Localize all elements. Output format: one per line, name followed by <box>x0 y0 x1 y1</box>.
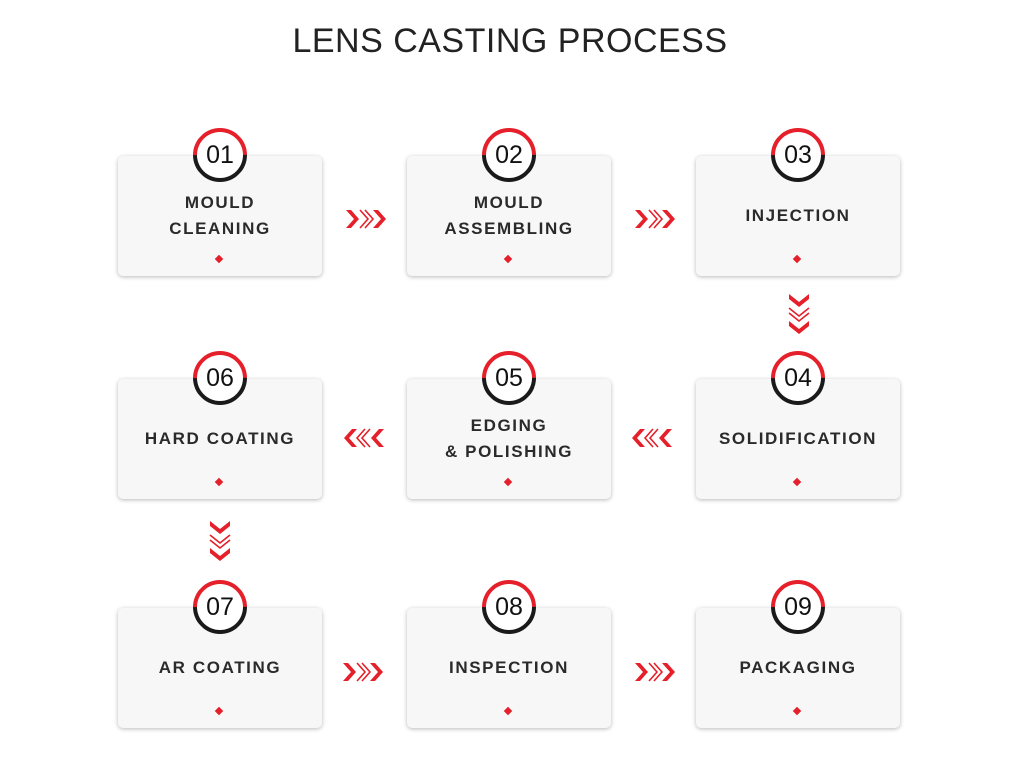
step-number: 02 <box>495 140 523 169</box>
step-label: HARD COATING <box>144 429 296 448</box>
step-label: MOULD CLEANING <box>169 193 271 238</box>
chevrons-right-icon <box>635 662 675 682</box>
diamond-icon <box>214 477 224 487</box>
diamond-icon <box>214 706 224 716</box>
step-number: 07 <box>206 592 234 621</box>
chevrons-left-icon <box>632 428 672 448</box>
diamond-icon <box>503 477 513 487</box>
step-label: INSPECTION <box>449 658 569 677</box>
chevrons-down-icon <box>788 294 810 334</box>
step-card-06: HARD COATING <box>118 379 322 499</box>
step-number: 06 <box>206 363 234 392</box>
step-number: 09 <box>784 592 812 621</box>
step-number: 04 <box>784 363 812 392</box>
diamond-icon <box>792 706 802 716</box>
diamond-icon <box>792 477 802 487</box>
chevrons-left-icon <box>344 428 384 448</box>
step-label: MOULD ASSEMBLING <box>444 193 574 238</box>
step-label: SOLIDIFICATION <box>718 429 878 448</box>
chevrons-right-icon <box>346 209 386 229</box>
page-title: LENS CASTING PROCESS <box>292 22 728 60</box>
step-number: 01 <box>206 140 234 169</box>
step-label: EDGING & POLISHING <box>444 416 574 461</box>
step-label: PACKAGING <box>739 658 857 677</box>
chevrons-right-icon <box>343 662 383 682</box>
step-label: INJECTION <box>745 206 851 225</box>
diamond-icon <box>503 254 513 264</box>
chevrons-down-icon <box>209 521 231 561</box>
step-number: 08 <box>495 592 523 621</box>
step-number: 05 <box>495 363 523 392</box>
step-label: AR COATING <box>158 658 282 677</box>
step-number: 03 <box>784 140 812 169</box>
diamond-icon <box>214 254 224 264</box>
step-card-02: MOULD ASSEMBLING <box>407 156 611 276</box>
diamond-icon <box>503 706 513 716</box>
diamond-icon <box>792 254 802 264</box>
chevrons-right-icon <box>635 209 675 229</box>
